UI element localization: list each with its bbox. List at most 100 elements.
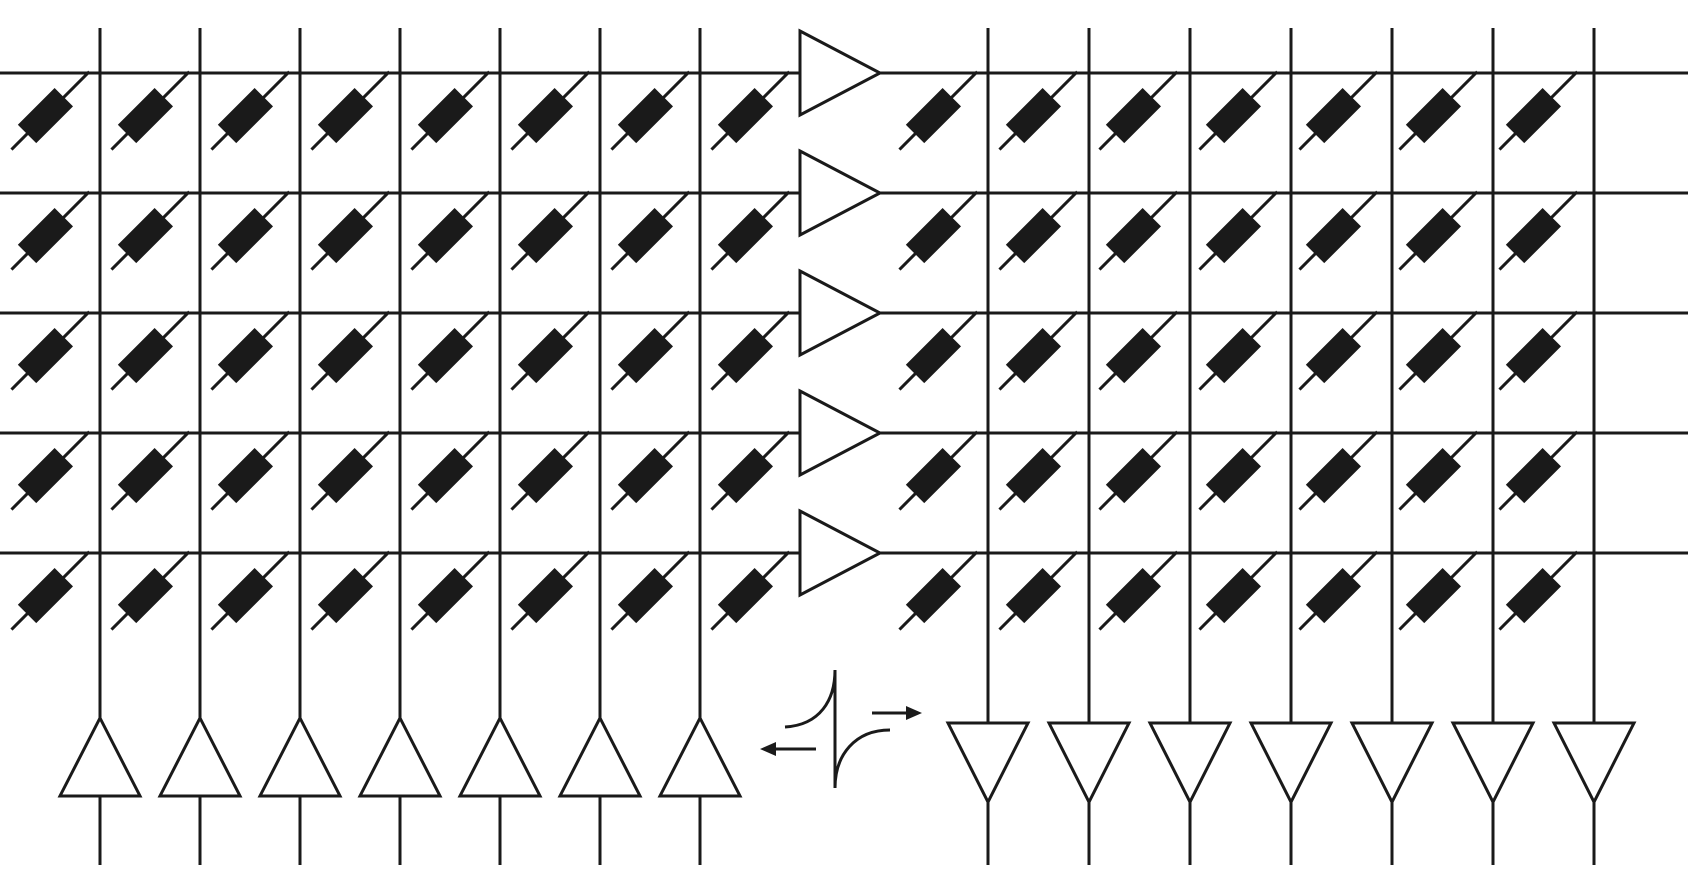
memristor-device [1098,190,1179,271]
memristor-device [898,550,979,631]
device-body [717,208,773,264]
memristor-device [410,70,491,151]
device-body [1505,448,1561,504]
memristor-device [210,190,291,271]
column-buffer-down [1147,721,1233,806]
device-body [17,448,73,504]
lower-switch-curve [833,728,891,789]
device-body [517,88,573,144]
column-buffer-up [457,714,543,798]
device-body [1405,448,1461,504]
memristor-device [510,190,591,271]
column-buffer-up [257,714,343,798]
device-body [117,568,173,624]
arrow-right-icon [906,706,922,720]
device-body [617,328,673,384]
memristor-device [10,310,91,391]
memristor-device [1198,190,1279,271]
memristor-devices [10,70,1579,631]
device-body [1005,448,1061,504]
memristor-device [998,310,1079,391]
device-body [217,208,273,264]
column-buffer-down [1046,721,1132,806]
memristor-device [110,190,191,271]
column-buffer-down [1450,721,1536,806]
device-body [1305,568,1361,624]
memristor-device [210,550,291,631]
memristor-device [610,70,691,151]
memristor-device [1398,190,1479,271]
device-body [517,208,573,264]
device-body [905,568,961,624]
device-body [417,568,473,624]
device-body [717,568,773,624]
memristor-device [1498,190,1579,271]
memristor-device [1498,550,1579,631]
memristor-device [898,310,979,391]
device-body [1505,88,1561,144]
memristor-device [898,190,979,271]
device-body [1205,568,1261,624]
memristor-device [110,310,191,391]
device-body [905,88,961,144]
device-body [217,448,273,504]
memristor-device [710,190,791,271]
row-amplifier [798,508,884,598]
memristor-device [510,550,591,631]
device-body [417,448,473,504]
device-body [1105,568,1161,624]
memristor-device [998,550,1079,631]
memristor-device [410,190,491,271]
device-body [1005,208,1061,264]
column-buffer-down [1248,721,1334,806]
device-body [1505,208,1561,264]
device-body [1405,88,1461,144]
device-body [1405,568,1461,624]
device-body [117,448,173,504]
device-body [317,568,373,624]
device-body [905,448,961,504]
memristor-device [1298,310,1379,391]
device-body [1505,328,1561,384]
memristor-device [710,550,791,631]
memristor-device [1298,190,1379,271]
memristor-device [610,190,691,271]
column-buffer-up [657,714,743,798]
device-body [217,88,273,144]
memristor-device [1398,550,1479,631]
memristor-device [1298,70,1379,151]
memristor-device [1098,70,1179,151]
hysteresis-switch-icon [760,669,922,789]
memristor-device [410,550,491,631]
device-body [617,448,673,504]
memristor-device [998,70,1079,151]
memristor-device [310,310,391,391]
column-buffer-up [157,714,243,798]
left-column-buffers [57,714,743,798]
device-body [717,328,773,384]
memristor-device [710,430,791,511]
device-body [1105,328,1161,384]
memristor-device [998,430,1079,511]
memristor-device [898,70,979,151]
memristor-device [210,70,291,151]
memristor-device [110,550,191,631]
memristor-device [1198,550,1279,631]
memristor-device [1398,430,1479,511]
device-body [517,328,573,384]
memristor-device [1498,70,1579,151]
memristor-device [410,430,491,511]
column-buffer-up [357,714,443,798]
device-body [317,448,373,504]
device-body [1105,88,1161,144]
device-body [1105,448,1161,504]
device-body [1205,448,1261,504]
device-body [117,208,173,264]
device-body [17,88,73,144]
row-amplifier [798,28,884,118]
right-column-buffers [945,721,1637,806]
device-body [905,328,961,384]
memristor-device [210,310,291,391]
device-body [1305,208,1361,264]
